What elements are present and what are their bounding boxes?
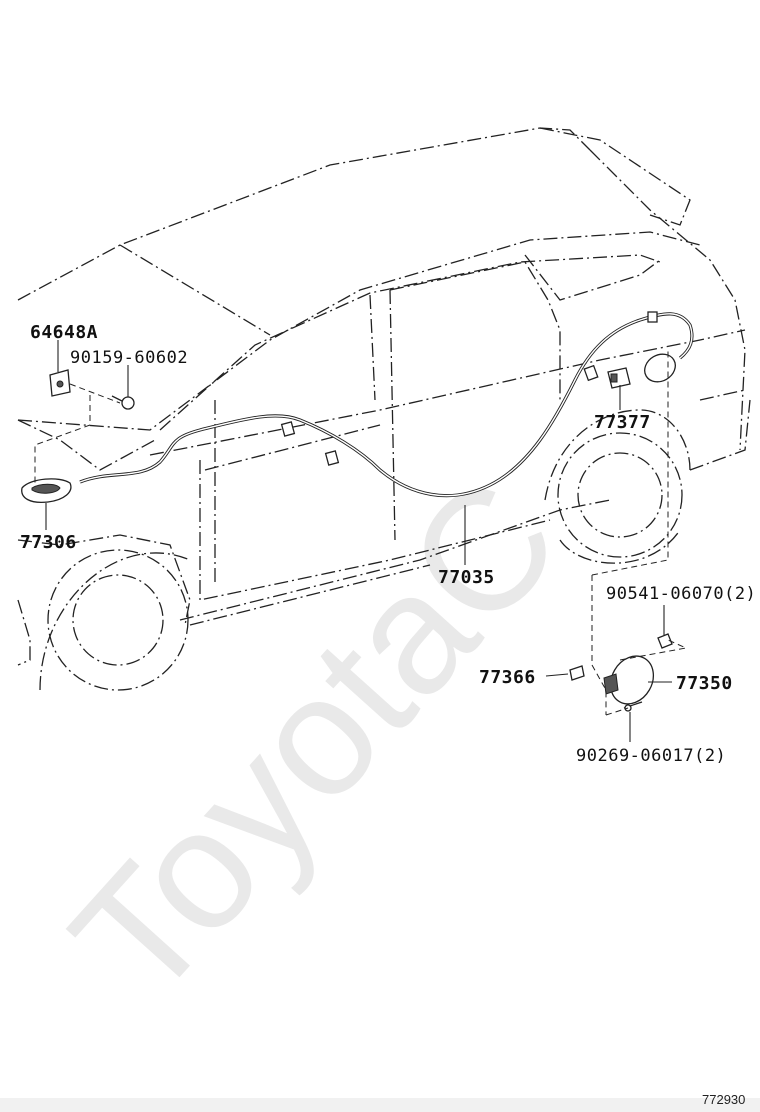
part-77366-cushion [569, 665, 585, 681]
callout-77035: 77035 [438, 567, 495, 588]
vehicle-outline [17, 127, 751, 691]
part-64648a-bracket [49, 369, 71, 397]
part-77350-fuel-door [603, 655, 655, 705]
watermark-text: ToyotaC [36, 444, 594, 1035]
assembly-dashes [34, 348, 688, 716]
callout-77377: 77377 [594, 412, 651, 433]
watermark: ToyotaC [36, 444, 594, 1035]
callout-77350: 77350 [676, 673, 733, 694]
callout-77306: 77306 [20, 532, 77, 553]
callout-labels: 64648A 90159-60602 77306 77035 77377 905… [20, 322, 756, 766]
callout-90541-06070: 90541-06070(2) [606, 584, 756, 604]
callout-77366: 77366 [479, 667, 536, 688]
part-90541-nut [657, 633, 673, 649]
part-77377-lock [607, 367, 631, 389]
leader-lines [45, 340, 672, 742]
part-77306-handle [21, 478, 72, 504]
callout-90269-06017: 90269-06017(2) [576, 746, 726, 766]
footer-bar [0, 1098, 760, 1112]
callout-64648a: 64648A [30, 322, 98, 343]
callout-90159-60602: 90159-60602 [70, 348, 188, 368]
part-90159-bolt [111, 395, 135, 410]
release-cable [79, 311, 694, 498]
diagram-reference-number: 772930 [702, 1092, 745, 1107]
